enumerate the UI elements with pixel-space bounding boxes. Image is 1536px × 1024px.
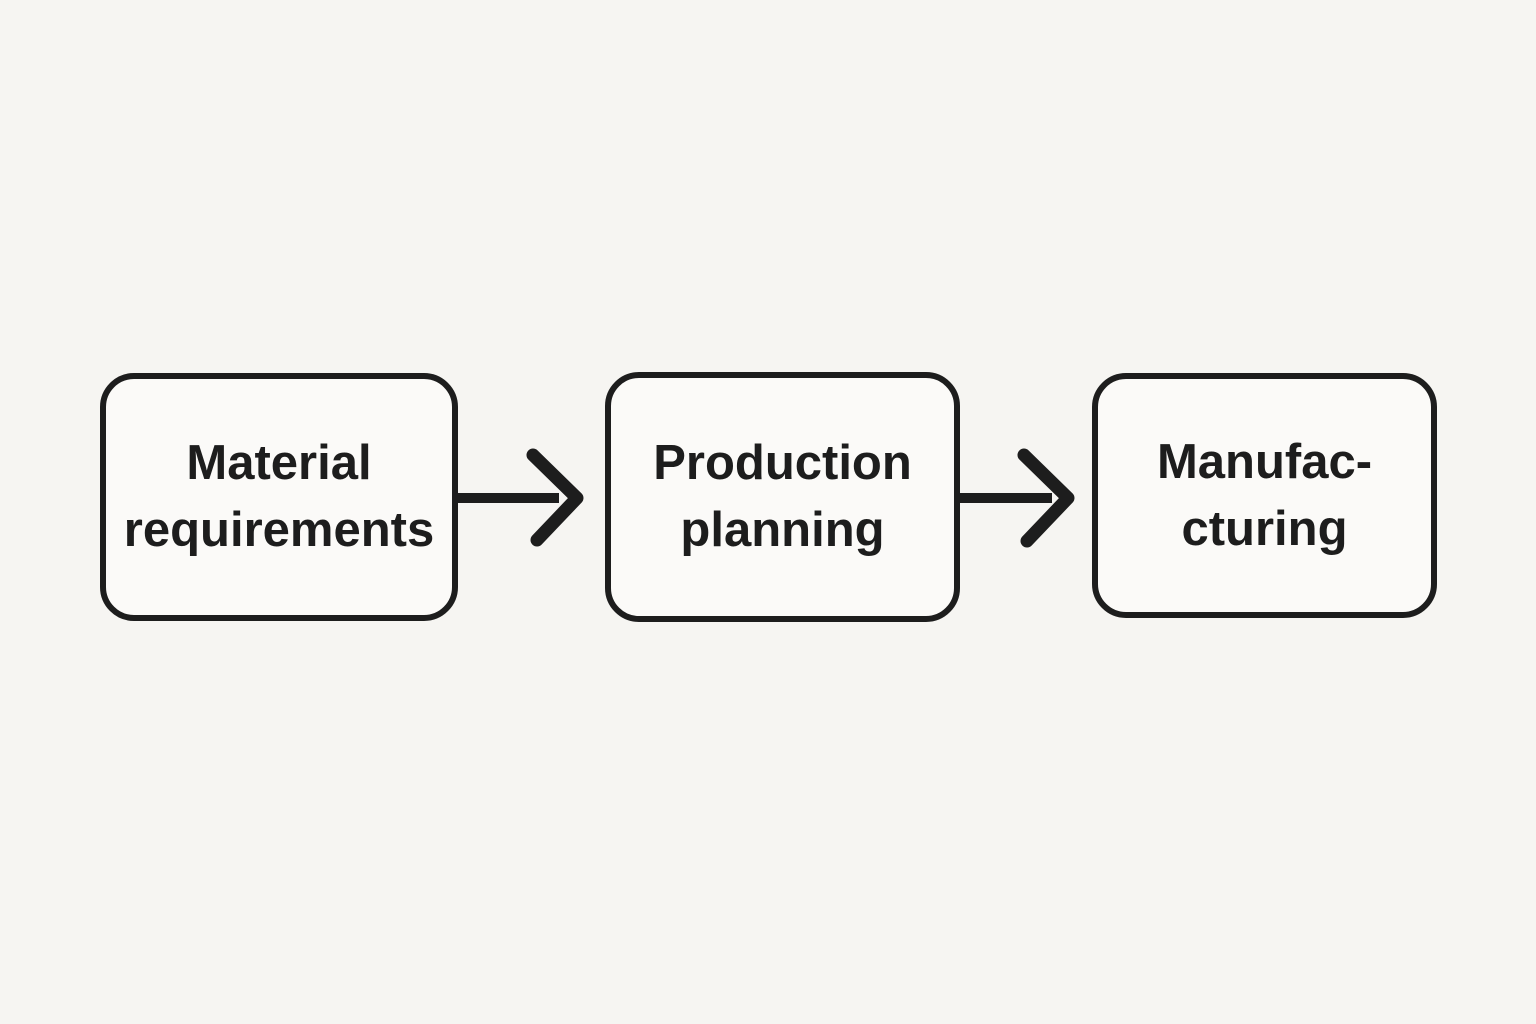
node-label-line: planning [680, 503, 885, 557]
node-label-line: requirements [123, 503, 435, 557]
node-material-requirements: Material requirements [100, 373, 458, 621]
arrow-right-icon [956, 448, 1075, 548]
node-label: Manufac- cturing [1157, 429, 1372, 563]
node-label-line: Material [186, 436, 372, 490]
node-production-planning: Production planning [605, 372, 960, 622]
node-manufacturing: Manufac- cturing [1092, 373, 1437, 618]
node-label: Production planning [653, 430, 912, 564]
node-label-line: Manufac- [1156, 434, 1373, 489]
node-label-line: Production [653, 436, 912, 490]
arrow-right-icon [455, 448, 584, 547]
node-label: Material requirements [124, 430, 434, 564]
node-label-line: cturing [1181, 501, 1348, 556]
